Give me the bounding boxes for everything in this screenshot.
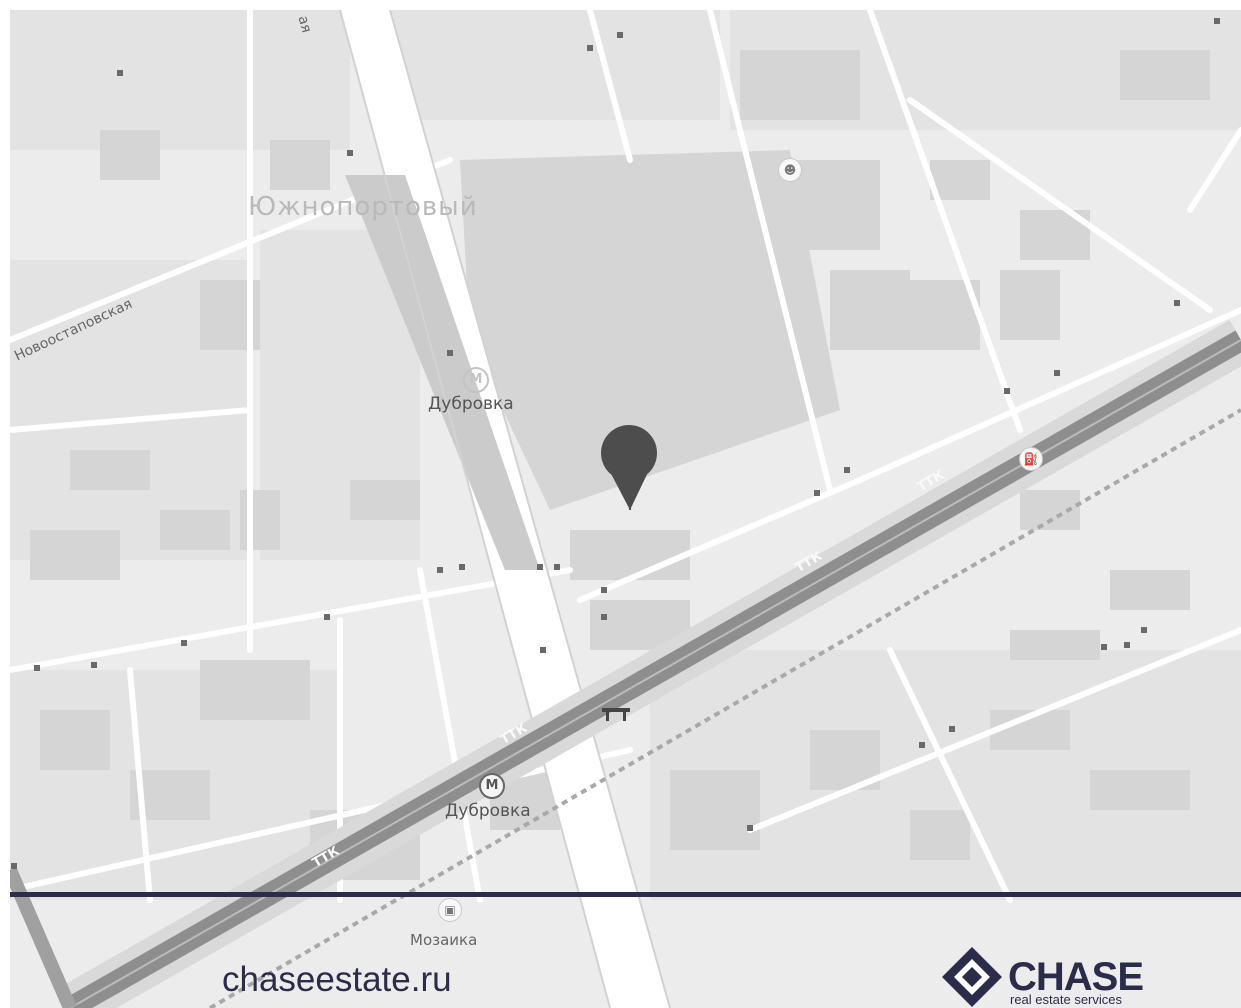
main-avenue — [339, 10, 671, 1008]
map-canvas — [10, 10, 1241, 1008]
location-pin-icon[interactable] — [601, 425, 657, 510]
brand-name: CHASE — [1008, 955, 1144, 999]
poi-label-mall[interactable]: Мозаика — [410, 931, 478, 949]
metro-icon[interactable]: М — [479, 773, 505, 799]
bridge-icon — [602, 708, 630, 721]
footer-divider — [10, 892, 1241, 897]
metro-icon[interactable]: М — [463, 367, 489, 393]
station-label-north[interactable]: Дубровка — [428, 394, 514, 414]
poi-dots — [11, 18, 1220, 869]
fuel-station-icon[interactable]: ⛽ — [1019, 447, 1043, 471]
district-label: Южнопортовый — [248, 192, 478, 222]
map-view[interactable]: Южнопортовый Новоостаповская ая ТТК ТТК … — [10, 10, 1241, 1008]
shopping-bag-icon[interactable]: ▣ — [438, 898, 462, 922]
theatre-icon[interactable]: ☻ — [778, 158, 802, 182]
brand-tagline: real estate services — [1010, 992, 1122, 1007]
station-label-south[interactable]: Дубровка — [445, 801, 531, 821]
website-link[interactable]: chaseestate.ru — [222, 960, 452, 999]
buildings — [30, 50, 1210, 880]
diamond-logo-icon — [942, 947, 1002, 1007]
brand-logo: CHASE real estate services — [940, 945, 1160, 1008]
